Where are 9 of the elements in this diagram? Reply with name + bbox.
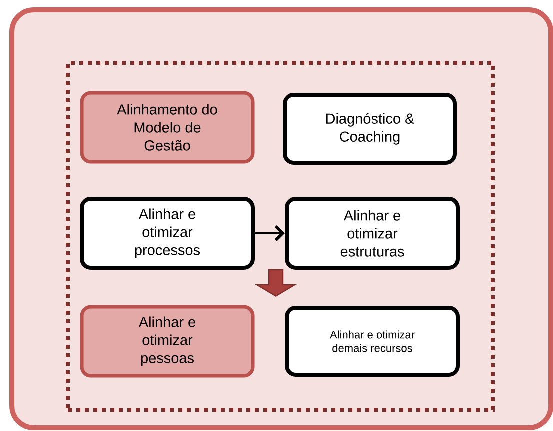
process-box: Alinhar e otimizar processos (80, 197, 255, 270)
process-box: Diagnóstico & Coaching (283, 93, 457, 165)
process-box: Alinhamento do Modelo de Gestão (80, 91, 255, 164)
dotted-frame (66, 61, 495, 412)
process-box: Alinhar e otimizar demais recursos (285, 306, 460, 377)
process-box: Alinhar e otimizar estruturas (285, 197, 460, 270)
block-arrow (254, 269, 298, 297)
arrow (255, 225, 285, 242)
process-box: Alinhar e otimizar pessoas (80, 305, 255, 378)
